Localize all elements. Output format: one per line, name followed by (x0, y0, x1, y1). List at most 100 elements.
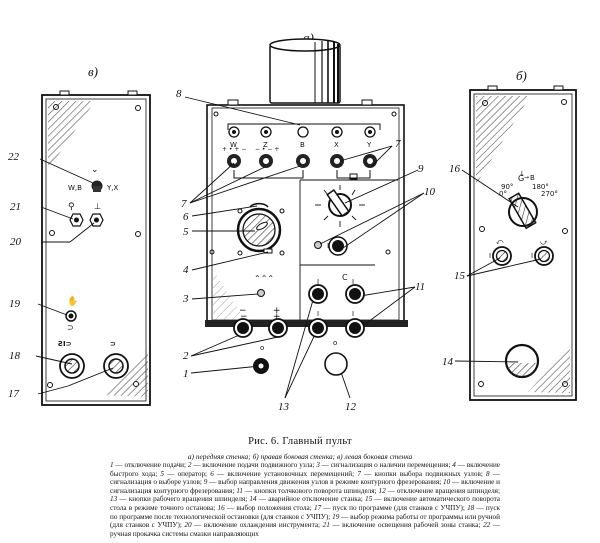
axis-button-z[interactable] (259, 154, 273, 168)
view-label-front: а) (303, 30, 314, 45)
callout-19: 19 (9, 298, 21, 310)
axis-label-z: Z (263, 141, 268, 149)
legend-item: 17 — пуск по программе (для станков с УЧ… (313, 503, 468, 512)
callout-21: 21 (10, 201, 21, 213)
feed-minus-sign: − (239, 306, 247, 316)
axis-label-x: X (334, 141, 339, 149)
legend-item: 9 — выбор направления движения узлов в р… (203, 478, 444, 487)
table-b-label: B (530, 174, 535, 182)
spindle-stop-button[interactable] (324, 352, 348, 376)
svg-text:I: I (531, 252, 533, 260)
legend-item: 2 — включение подачи подвижного узла; (187, 461, 317, 469)
svg-text:o: o (333, 339, 337, 347)
legend-item: 5 — оператор; (160, 469, 211, 478)
callout-5: 5 (183, 226, 189, 238)
svg-text:− • − +: − • − + (255, 146, 279, 153)
callout-10: 10 (424, 186, 436, 198)
control-panel-drawing: а) W Z B X (8, 30, 577, 413)
axis-button-w[interactable] (227, 154, 241, 168)
figure-subtitle: а) передняя стенка; б) правая боковая ст… (187, 452, 413, 461)
legend-item: 18 — пуск по программе после технологиче… (110, 503, 500, 521)
coolant-switch[interactable] (89, 213, 104, 227)
spindle-run-cw-button[interactable] (308, 318, 328, 338)
auto-rotate-cw-button[interactable] (534, 246, 554, 266)
angle-label-180: 180° (532, 183, 549, 191)
legend-item: 21 — включение освещения рабочей зоны ст… (322, 521, 484, 530)
axis-button-b[interactable] (296, 154, 310, 168)
svg-text:ƧI⊃: ƧI⊃ (58, 340, 72, 348)
svg-text:⊃: ⊃ (67, 323, 74, 332)
callout-15: 15 (454, 270, 466, 282)
svg-text:I: I (352, 310, 354, 318)
feed-plus-sign: + (273, 306, 281, 316)
svg-text:G: G (518, 174, 524, 183)
callout-labels: 8 7 7 6 5 4 3 2 1 9 10 11 13 12 22 21 20… (8, 88, 466, 413)
direction-selector-knob[interactable] (315, 185, 365, 227)
feed-decrease-button[interactable] (233, 318, 253, 338)
legend-item: 4 — включение быстрого хода; (110, 461, 500, 478)
feed-plus-label: + (273, 312, 281, 322)
legend-item: 19 — выбор режима работы от программы ил… (110, 512, 500, 530)
callouts (35, 96, 542, 399)
svg-text:I: I (317, 310, 319, 318)
callout-8: 8 (176, 88, 182, 100)
restart-after-stop-button[interactable] (59, 353, 85, 379)
table-position-knob[interactable] (508, 192, 538, 230)
left-panel: в) ⌄ W,B Y,X ⚲ ⊥ ✋ ⊃ (41, 64, 151, 406)
axis-lamps (228, 126, 376, 138)
angle-label-90: 90° (501, 183, 513, 191)
feed-minus-label: − (240, 312, 248, 322)
callout-13: 13 (278, 401, 290, 413)
callout-3: 3 (182, 293, 189, 305)
mode-select-switch[interactable] (65, 310, 77, 322)
motor-cylinder (269, 38, 341, 104)
spindle-c-label: C (342, 273, 348, 282)
lubrication-toggle-switch[interactable] (91, 180, 103, 193)
spindle-jog-cw-button[interactable] (345, 284, 365, 304)
callout-4: 4 (183, 264, 189, 276)
svg-text:+ • + −: + • + − (222, 146, 246, 153)
auto-rotate-ccw-button[interactable] (492, 246, 512, 266)
legend-item: 7 — кнопки выбора подвижных узлов; (357, 469, 487, 478)
axis-label-b: B (300, 141, 305, 149)
callout-14: 14 (442, 356, 454, 368)
callout-6: 6 (183, 211, 189, 223)
toggle-label-yx: Y,X (106, 184, 119, 192)
legend-item: 12 — отключение вращения шпинделя; (378, 486, 500, 495)
work-light-switch[interactable] (69, 213, 84, 227)
legend-item: 1 — отключение подачи; (110, 461, 188, 469)
spindle-run-ccw-button[interactable] (308, 284, 328, 304)
program-start-button[interactable] (103, 353, 129, 379)
legend-item: 15 — включение автоматического поворота … (110, 495, 500, 512)
callout-12: 12 (345, 401, 357, 413)
svg-text:⊃: ⊃ (110, 340, 116, 348)
svg-text:⚲: ⚲ (68, 202, 75, 212)
spindle-jog-ccw-button[interactable] (345, 318, 365, 338)
view-label-left: в) (88, 64, 98, 79)
svg-text:I: I (327, 242, 329, 250)
axis-label-w: W (230, 141, 237, 149)
callout-17: 17 (8, 388, 20, 400)
axis-button-y[interactable] (363, 154, 377, 168)
callout-16: 16 (449, 163, 461, 175)
callout-9: 9 (418, 163, 424, 175)
feed-increase-button[interactable] (268, 318, 288, 338)
legend-item: 13 — кнопки рабочего вращения шпинделя; (110, 495, 250, 504)
contour-milling-button[interactable] (328, 236, 348, 256)
callout-22: 22 (8, 151, 20, 163)
contour-lamp (314, 241, 322, 249)
axis-button-x[interactable] (330, 154, 344, 168)
legend-item: 6 — включение установочных перемещений; (210, 469, 358, 478)
legend-item: 16 — выбор положения стола; (217, 503, 314, 512)
movement-indicator-lamp (257, 289, 265, 297)
operator-dial[interactable] (236, 202, 282, 254)
legend-item: 3 — сигнализация о наличии перемещения; (316, 461, 453, 469)
figure-legend: 1 — отключение подачи; 2 — включение под… (110, 461, 500, 538)
angle-label-270: 270° (541, 190, 558, 198)
angle-label-0: 0° (499, 190, 507, 198)
svg-text:↓: ↓ (519, 170, 525, 178)
feed-stop-button[interactable] (253, 358, 269, 374)
emergency-stop-button[interactable] (504, 343, 540, 379)
front-panel: а) W Z B X (205, 30, 408, 327)
view-label-right: б) (516, 68, 527, 83)
